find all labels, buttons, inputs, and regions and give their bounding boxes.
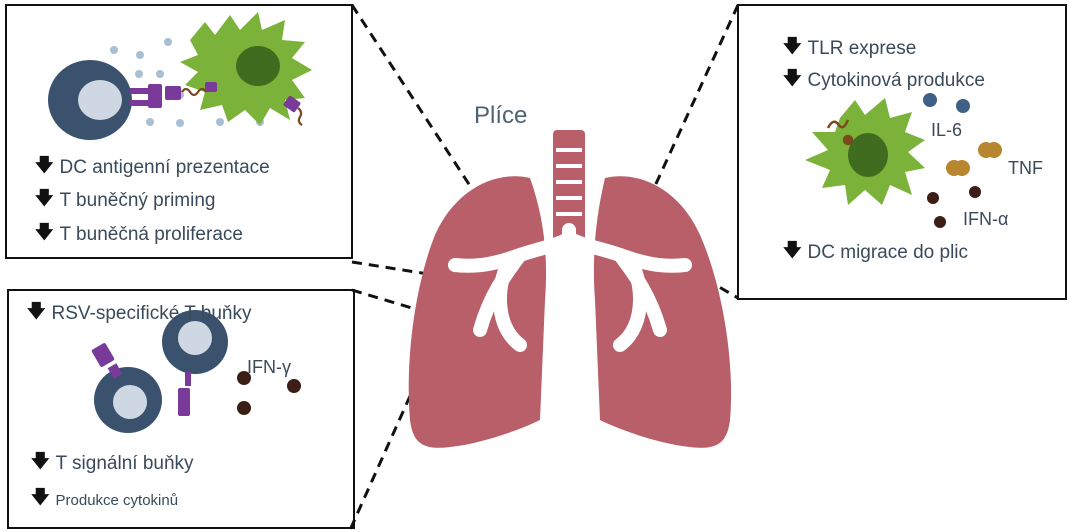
effect-label: T signální buňky	[56, 453, 194, 475]
list-item: 🡇 T buněčná proliferace	[35, 220, 243, 250]
down-arrow-icon: 🡇	[31, 449, 50, 479]
down-arrow-icon: 🡇	[31, 485, 50, 515]
down-arrow-icon: 🡇	[783, 34, 802, 64]
il6-label: IL-6	[931, 120, 962, 141]
list-item: 🡇 Produkce cytokinů	[31, 485, 178, 515]
down-arrow-icon: 🡇	[783, 238, 802, 268]
list-item: 🡇 DC antigenní prezentace	[35, 153, 270, 183]
down-arrow-icon: 🡇	[35, 153, 54, 183]
down-arrow-icon: 🡇	[27, 299, 46, 329]
ifn-gamma-label: IFN-γ	[247, 357, 291, 378]
down-arrow-icon: 🡇	[783, 66, 802, 96]
effect-label: TLR exprese	[808, 38, 917, 60]
list-item: 🡇 TLR exprese	[783, 34, 916, 64]
list-item: 🡇 T signální buňky	[31, 449, 194, 479]
organ-label: Plíce	[474, 102, 527, 130]
effect-label: RSV-specifické T buňky	[52, 303, 252, 325]
panel-dc-effects: 🡇 DC antigenní prezentace 🡇 T buněčný pr…	[5, 4, 353, 259]
panel-t-cell-effects: 🡇 RSV-specifické T buňky IFN-γ 🡇 T signá…	[7, 289, 355, 529]
effect-label: Produkce cytokinů	[56, 492, 179, 509]
effect-label: T buněčná proliferace	[60, 224, 243, 246]
effect-label: DC migrace do plic	[808, 242, 969, 264]
left-lung	[409, 176, 546, 448]
effect-label: T buněčný priming	[60, 190, 216, 212]
effect-label: Cytokinová produkce	[808, 70, 985, 92]
effect-label: DC antigenní prezentace	[60, 157, 270, 179]
list-item: 🡇 DC migrace do plic	[783, 238, 968, 268]
right-lung	[594, 176, 731, 448]
list-item: 🡇 RSV-specifické T buňky	[27, 299, 251, 329]
tnf-label: TNF	[1008, 158, 1043, 179]
list-item: 🡇 Cytokinová produkce	[783, 66, 985, 96]
down-arrow-icon: 🡇	[35, 186, 54, 216]
ifn-alpha-label: IFN-α	[963, 209, 1008, 230]
list-item: 🡇 T buněčný priming	[35, 186, 215, 216]
lungs-illustration	[409, 130, 731, 448]
panel-innate-effects: 🡇 TLR exprese 🡇 Cytokinová produkce IL-6…	[737, 4, 1067, 300]
down-arrow-icon: 🡇	[35, 220, 54, 250]
